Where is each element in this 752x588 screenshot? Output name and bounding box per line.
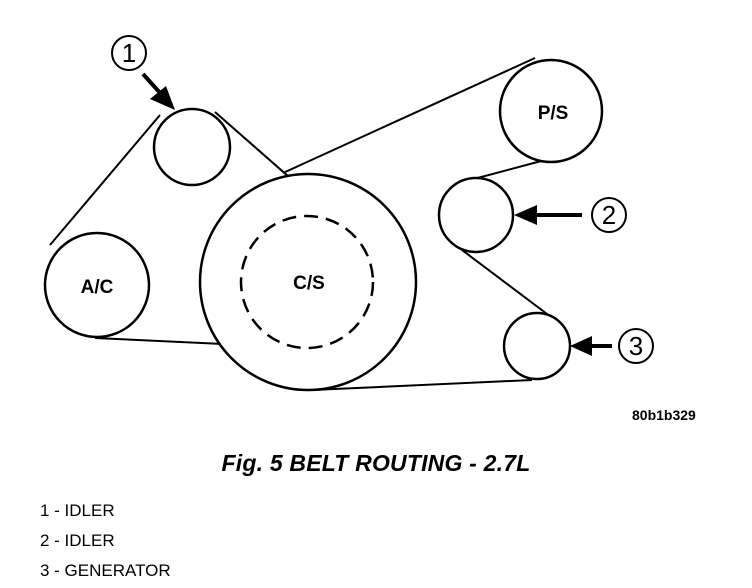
generator-pulley <box>502 311 572 381</box>
belt-segment <box>469 159 546 181</box>
callout-3-circle <box>618 328 654 364</box>
image-code: 80b1b329 <box>632 407 696 423</box>
ps-pulley <box>498 58 604 164</box>
idler-2-pulley <box>437 176 515 254</box>
cs-label: C/S <box>293 273 325 294</box>
belt-segment <box>49 114 161 246</box>
callout-2-arrowhead <box>514 205 537 225</box>
callout-2: 2 <box>514 197 627 233</box>
callout-1-circle <box>111 35 147 71</box>
figure-caption: Fig. 5 BELT ROUTING - 2.7L <box>221 450 531 476</box>
callout-3-arrowhead <box>570 336 592 356</box>
callout-2-number: 2 <box>602 200 616 230</box>
belt-segment <box>282 57 536 174</box>
crankshaft-hub-dashed <box>239 214 375 350</box>
belt-segment <box>311 379 533 391</box>
callout-1-leader <box>141 72 163 96</box>
crankshaft-pulley <box>198 172 418 392</box>
legend-list: 1 - IDLER 2 - IDLER 3 - GENERATOR <box>40 496 171 586</box>
legend-item: 2 - IDLER <box>40 531 115 550</box>
legend-item: 3 - GENERATOR <box>40 561 171 580</box>
ac-label: A/C <box>81 277 114 298</box>
idler-1-pulley <box>152 107 232 187</box>
belt-segment <box>461 249 556 321</box>
legend-item: 1 - IDLER <box>40 501 115 520</box>
callout-2-circle <box>591 197 627 233</box>
callout-3: 3 <box>570 328 654 364</box>
ac-pulley <box>43 231 151 339</box>
callout-1-number: 1 <box>122 38 136 68</box>
ps-label: P/S <box>538 103 569 124</box>
callout-1: 1 <box>111 35 175 110</box>
callout-1-arrowhead <box>150 86 175 110</box>
callout-3-number: 3 <box>629 331 643 361</box>
